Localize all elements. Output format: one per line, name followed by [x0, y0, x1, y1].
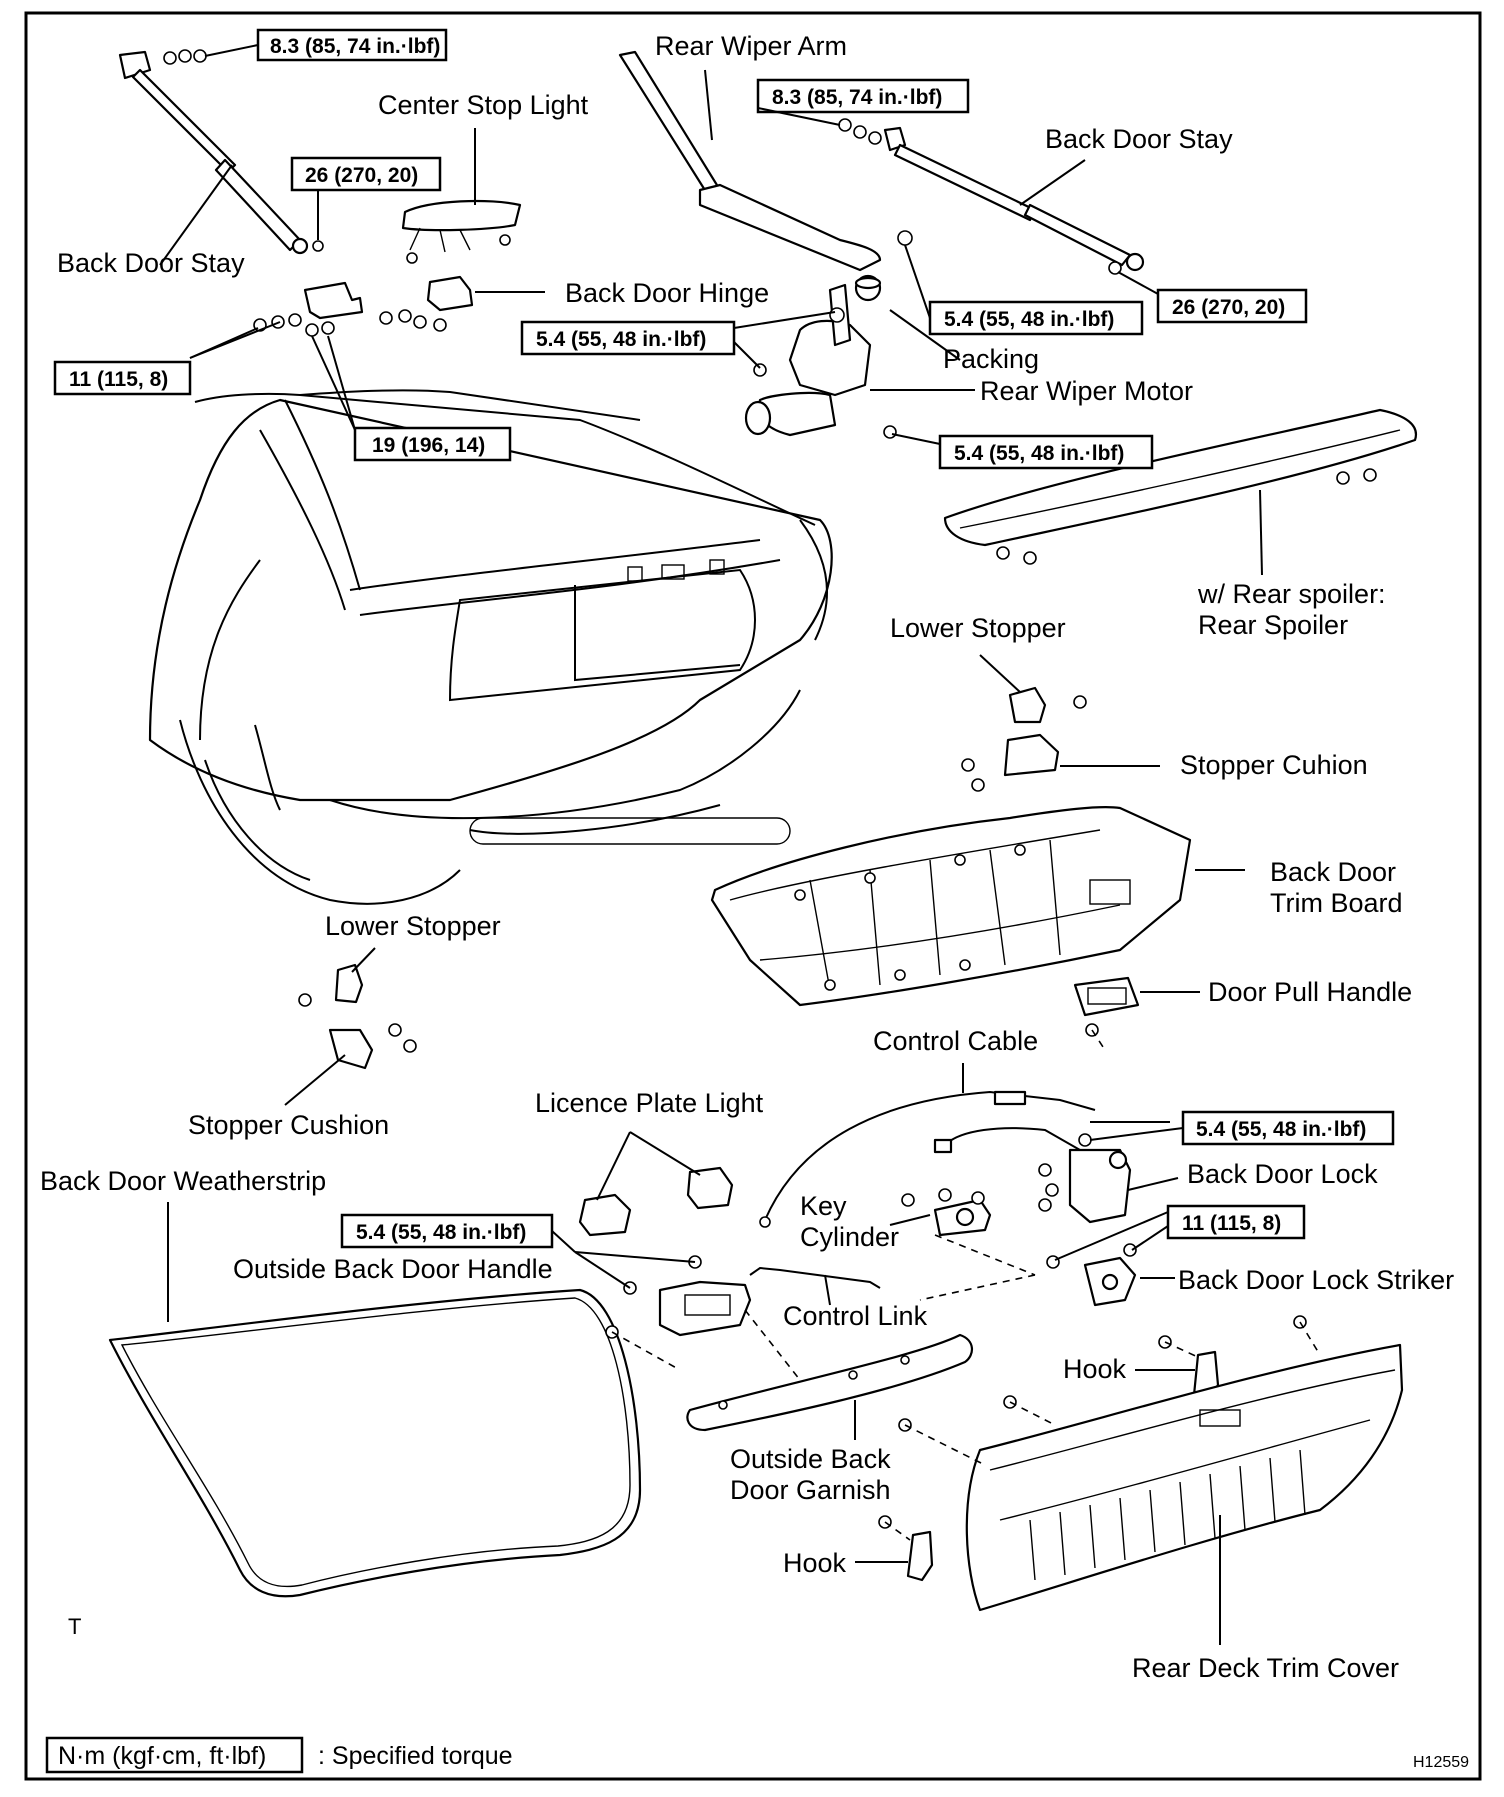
label-back-door-trim-board-line2: Trim Board — [1270, 888, 1403, 918]
back-door-trim-board — [710, 806, 1245, 1007]
control-link — [749, 1266, 881, 1306]
torque-box-stay-lower-right: 26 (270, 20) — [1117, 271, 1308, 324]
outside-back-door-handle — [574, 1251, 801, 1381]
torque-stay-lower-right: 26 (270, 20) — [1172, 296, 1285, 319]
back-door-lock — [933, 1121, 1179, 1224]
label-back-door-stay-right: Back Door Stay — [1045, 124, 1233, 154]
door-pull-handle — [1073, 976, 1200, 1051]
label-back-door-weatherstrip: Back Door Weatherstrip — [40, 1166, 326, 1196]
licence-plate-light — [578, 1131, 734, 1237]
label-packing: Packing — [943, 344, 1039, 374]
legend-text: : Specified torque — [318, 1742, 513, 1770]
stopper-cuhion-right — [961, 733, 1160, 792]
label-outside-back-door-handle: Outside Back Door Handle — [233, 1254, 553, 1284]
lower-stopper-left — [298, 947, 376, 1007]
torque-hinge-left: 11 (115, 8) — [69, 368, 168, 391]
torque-box-wiper-motor-lower: 5.4 (55, 48 in.·lbf) — [891, 433, 1154, 470]
back-door-weatherstrip — [108, 1202, 642, 1598]
label-rear-spoiler-line1: w/ Rear spoiler: — [1197, 579, 1386, 609]
label-lower-stopper-left: Lower Stopper — [325, 911, 501, 941]
torque-box-stay-upper-left: 8.3 (85, 74 in.·lbf) — [204, 28, 448, 62]
label-stopper-cushion-left: Stopper Cushion — [188, 1110, 389, 1140]
label-back-door-hinge: Back Door Hinge — [565, 278, 769, 308]
label-rear-wiper-motor: Rear Wiper Motor — [980, 376, 1193, 406]
torque-wiper-motor-upper: 5.4 (55, 48 in.·lbf) — [536, 328, 706, 351]
torque-hinge-body: 19 (196, 14) — [372, 434, 485, 457]
rear-deck-trim-cover — [898, 1315, 1404, 1645]
control-cable — [759, 1063, 1096, 1228]
back-door-lock-striker — [919, 1243, 1175, 1307]
label-outside-back-door-garnish-line2: Door Garnish — [730, 1475, 891, 1505]
lower-stopper-right — [979, 654, 1087, 724]
label-hook-right: Hook — [1063, 1354, 1127, 1384]
torque-wiper-arm-nut: 5.4 (55, 48 in.·lbf) — [944, 308, 1114, 331]
diagram-frame — [24, 11, 1482, 1781]
torque-box-handle: 5.4 (55, 48 in.·lbf) — [340, 1213, 576, 1253]
label-key-cylinder-line2: Cylinder — [800, 1222, 899, 1252]
label-rear-wiper-arm: Rear Wiper Arm — [655, 31, 847, 61]
corner-mark: T — [68, 1614, 81, 1639]
label-door-pull-handle: Door Pull Handle — [1208, 977, 1412, 1007]
legend-unit-box: N·m (kgf·cm, ft·lbf) — [58, 1742, 266, 1770]
label-back-door-trim-board-line1: Back Door — [1270, 857, 1396, 887]
label-center-stop-light: Center Stop Light — [378, 90, 589, 120]
torque-box-lock: 5.4 (55, 48 in.·lbf) — [1089, 1110, 1395, 1146]
stopper-cushion-left — [284, 1023, 417, 1106]
center-stop-light — [401, 128, 522, 264]
rear-wiper-arm — [618, 50, 913, 272]
torque-lock: 5.4 (55, 48 in.·lbf) — [1196, 1118, 1366, 1141]
back-door-stay-right — [838, 118, 1145, 275]
torque-box-wiper-arm-nut: 5.4 (55, 48 in.·lbf) — [904, 244, 1144, 336]
torque-box-striker: 11 (115, 8) — [1054, 1204, 1306, 1261]
back-door-hinge-left — [189, 275, 545, 431]
label-rear-deck-trim-cover: Rear Deck Trim Cover — [1132, 1653, 1399, 1683]
label-back-door-stay-left: Back Door Stay — [57, 248, 245, 278]
torque-box-hinge-left: 11 (115, 8) — [53, 360, 192, 396]
label-stopper-cuhion: Stopper Cuhion — [1180, 750, 1368, 780]
rear-spoiler — [943, 408, 1418, 576]
back-door-stay-left — [118, 49, 324, 266]
rear-wiper-motor — [744, 274, 975, 439]
torque-stay-upper-right: 8.3 (85, 74 in.·lbf) — [772, 86, 942, 109]
label-key-cylinder-line1: Key — [800, 1191, 847, 1221]
torque-handle: 5.4 (55, 48 in.·lbf) — [356, 1221, 526, 1244]
torque-box-stay-lower-left: 26 (270, 20) — [290, 156, 442, 240]
torque-striker: 11 (115, 8) — [1182, 1212, 1281, 1235]
car-body-illustration — [148, 389, 833, 905]
label-rear-spoiler-line2: Rear Spoiler — [1198, 610, 1348, 640]
torque-wiper-motor-lower: 5.4 (55, 48 in.·lbf) — [954, 442, 1124, 465]
torque-box-stay-upper-right: 8.3 (85, 74 in.·lbf) — [756, 78, 970, 126]
label-lower-stopper-right: Lower Stopper — [890, 613, 1066, 643]
label-hook-left: Hook — [783, 1548, 847, 1578]
hook-left — [855, 1515, 934, 1582]
label-outside-back-door-garnish-line1: Outside Back — [730, 1444, 891, 1474]
torque-box-wiper-motor-upper: 5.4 (55, 48 in.·lbf) — [520, 311, 836, 369]
torque-legend: N·m (kgf·cm, ft·lbf) : Specified torque — [45, 1736, 513, 1774]
label-back-door-lock-striker: Back Door Lock Striker — [1178, 1265, 1454, 1295]
label-licence-plate-light: Licence Plate Light — [535, 1088, 764, 1118]
torque-box-hinge-body: 19 (196, 14) — [353, 426, 512, 462]
torque-stay-lower-left: 26 (270, 20) — [305, 164, 418, 187]
label-control-link: Control Link — [783, 1301, 928, 1331]
outside-back-door-garnish — [686, 1333, 973, 1440]
label-back-door-lock: Back Door Lock — [1187, 1159, 1378, 1189]
label-control-cable: Control Cable — [873, 1026, 1038, 1056]
torque-stay-upper-left: 8.3 (85, 74 in.·lbf) — [270, 35, 440, 58]
figure-id: H12559 — [1413, 1754, 1469, 1771]
key-cylinder — [889, 1188, 1036, 1276]
